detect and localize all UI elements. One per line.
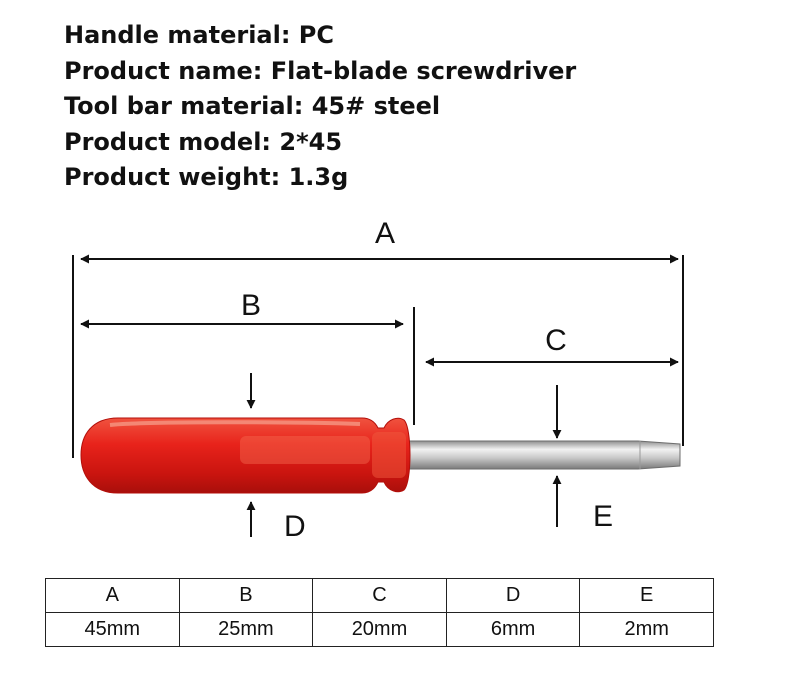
spec-product-model: Product model: 2*45 [64, 127, 343, 156]
spec-handle-material: Handle material: PC [64, 21, 334, 49]
table-header-cell: D [445, 578, 581, 613]
table-cell: 25mm [178, 612, 314, 647]
table-cell: 20mm [312, 612, 447, 647]
table-header-cell: E [579, 578, 714, 613]
table-cell: 6mm [445, 612, 581, 647]
table-header-row: A B C D E [45, 578, 714, 613]
dimension-label-d: D [284, 510, 306, 543]
table-cell: 45mm [45, 612, 180, 647]
dimension-label-a: A [375, 217, 395, 250]
spec-product-weight: Product weight: 1.3g [64, 163, 349, 191]
spec-tool-bar-material: Tool bar material: 45# steel [64, 92, 441, 120]
table-cell: 2mm [579, 612, 714, 647]
table-header-cell: A [45, 578, 180, 613]
screwdriver-handle [80, 417, 411, 494]
screwdriver-illustration [80, 417, 681, 494]
screwdriver-shaft [405, 440, 681, 470]
dimension-table: A B C D E 45mm 25mm 20mm 6mm 2mm [45, 578, 714, 647]
dimension-label-c: C [545, 324, 567, 357]
dimension-label-e: E [593, 500, 613, 533]
dimension-label-b: B [241, 289, 261, 322]
table-header-cell: B [178, 578, 314, 613]
table-header-cell: C [312, 578, 447, 613]
spec-product-name: Product name: Flat-blade screwdriver [64, 56, 577, 85]
spec-list: Handle material: PC Product name: Flat-b… [64, 18, 576, 196]
table-row: 45mm 25mm 20mm 6mm 2mm [45, 612, 714, 647]
